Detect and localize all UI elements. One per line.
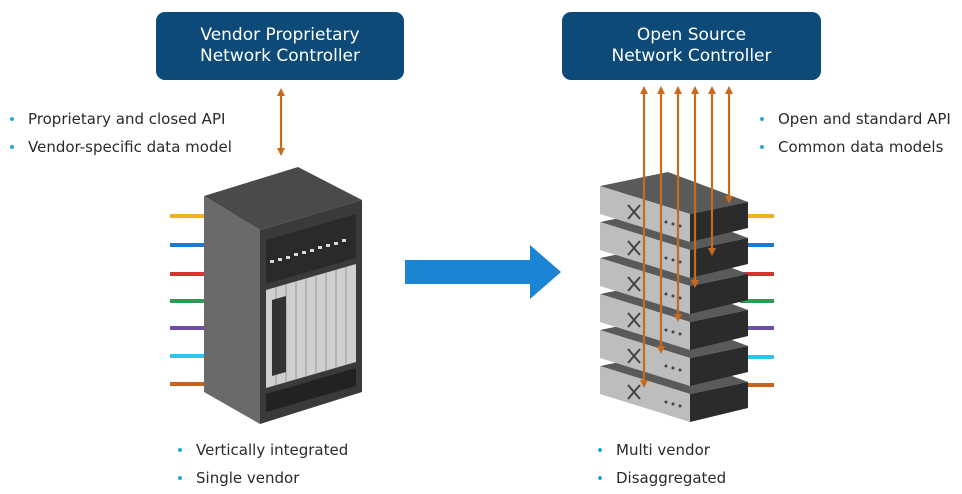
switch-symbol (627, 240, 641, 256)
list-item: Vendor-specific data model (8, 135, 232, 163)
open-api-list: Open and standard API Common data models (758, 107, 951, 163)
list-item: Common data models (758, 135, 951, 163)
vendor-controller-line2: Network Controller (199, 46, 360, 66)
list-item: Proprietary and closed API (8, 107, 232, 135)
vendor-controller-box: Vendor Proprietary Network Controller (156, 12, 404, 80)
right-arrow-icon (405, 245, 561, 299)
proprietary-api-list: Proprietary and closed API Vendor-specif… (8, 107, 232, 163)
stacked-switches-icon (600, 172, 748, 422)
open-controller-line2: Network Controller (611, 46, 772, 66)
chassis-switch-icon (204, 167, 362, 424)
open-controller-line1: Open Source (636, 25, 747, 45)
disaggregated-list: Multi vendor Disaggregated (596, 438, 726, 494)
double-arrow-icons (640, 86, 733, 388)
switch-symbol (627, 312, 641, 328)
list-item: Disaggregated (596, 466, 726, 494)
switch-symbol (627, 204, 641, 220)
list-item: Single vendor (176, 466, 348, 494)
left-port-cables (170, 214, 204, 386)
switch-symbol (627, 348, 641, 364)
list-item: Multi vendor (596, 438, 726, 466)
vendor-controller-line1: Vendor Proprietary (200, 25, 360, 45)
switch-symbol (627, 384, 641, 400)
switch-symbol (627, 276, 641, 292)
list-item: Vertically integrated (176, 438, 348, 466)
open-controller-box: Open Source Network Controller (562, 12, 821, 80)
integrated-list: Vertically integrated Single vendor (176, 438, 348, 494)
list-item: Open and standard API (758, 107, 951, 135)
